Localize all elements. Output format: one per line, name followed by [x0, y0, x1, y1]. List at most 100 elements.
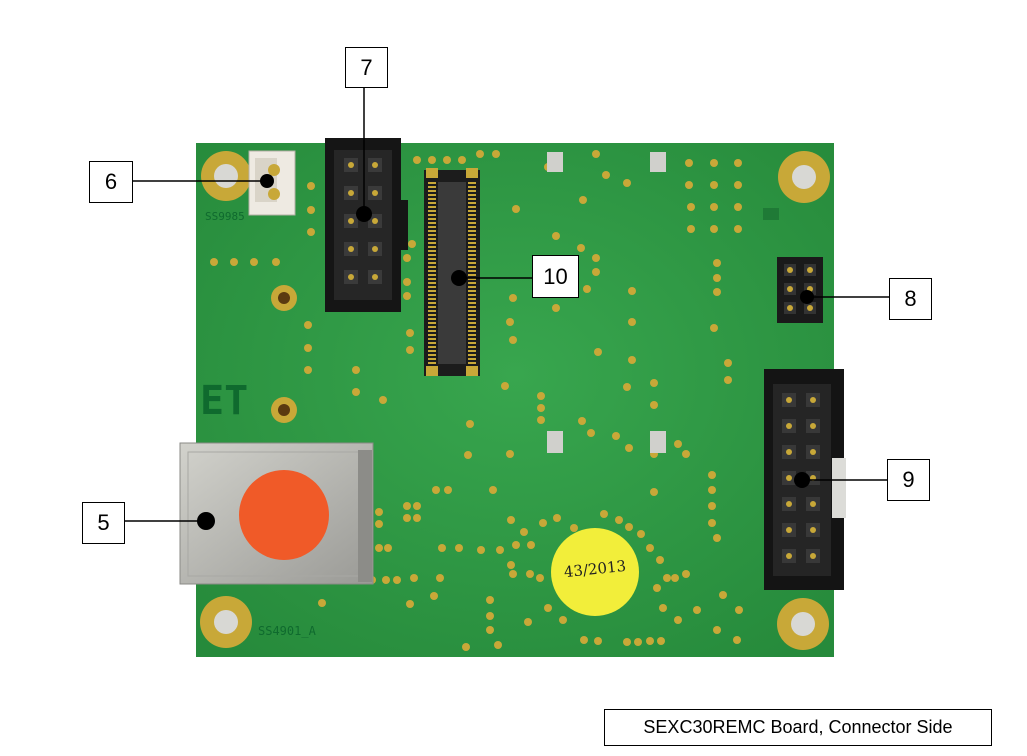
header-9-pin-contact: [786, 527, 792, 533]
via: [307, 206, 315, 214]
connector-10-pin: [428, 222, 436, 224]
connector-10-pin: [428, 362, 436, 364]
header-9-pin-contact: [786, 553, 792, 559]
via: [507, 516, 515, 524]
via: [646, 637, 654, 645]
via: [489, 486, 497, 494]
via: [612, 432, 620, 440]
via: [403, 514, 411, 522]
via: [623, 638, 631, 646]
via: [685, 181, 693, 189]
connector-10-pin: [428, 182, 436, 184]
connector-10-pin: [468, 250, 476, 252]
via: [552, 304, 560, 312]
via: [507, 561, 515, 569]
via: [650, 401, 658, 409]
silkscreen-code-top: SS9985: [205, 210, 245, 223]
header-7-pin-contact: [348, 218, 354, 224]
header-7-pin-contact: [348, 162, 354, 168]
connector-10-pin: [468, 266, 476, 268]
connector-10-pin: [428, 310, 436, 312]
connector-10-pin: [428, 258, 436, 260]
callout-8: 8: [889, 278, 932, 320]
via: [477, 546, 485, 554]
via: [650, 379, 658, 387]
via: [410, 574, 418, 582]
via: [657, 637, 665, 645]
via: [494, 641, 502, 649]
header-7-pin-contact: [372, 190, 378, 196]
via: [724, 359, 732, 367]
header-7-pin-contact: [348, 246, 354, 252]
connector-10-pin: [468, 262, 476, 264]
callout-5: 5: [82, 502, 125, 544]
connector-10-pin: [468, 258, 476, 260]
header-7-pin-contact: [372, 274, 378, 280]
via: [708, 519, 716, 527]
silkscreen-logo: ET: [200, 378, 249, 424]
via: [375, 508, 383, 516]
figure-caption: SEXC30REMC Board, Connector Side: [604, 709, 992, 746]
connector-10-pin: [428, 206, 436, 208]
connector-10-pin: [428, 326, 436, 328]
connector-10-pin: [468, 274, 476, 276]
via: [708, 502, 716, 510]
connector-10-pin: [468, 346, 476, 348]
leader-dots: [197, 174, 814, 530]
connector-10-pin: [428, 226, 436, 228]
via: [623, 383, 631, 391]
connector-10-pin: [428, 262, 436, 264]
via: [710, 181, 718, 189]
via: [724, 376, 732, 384]
via: [710, 203, 718, 211]
connector-10-pin: [468, 198, 476, 200]
via: [553, 514, 561, 522]
via: [537, 392, 545, 400]
via: [210, 258, 218, 266]
via: [506, 450, 514, 458]
via: [713, 259, 721, 267]
via: [393, 576, 401, 584]
header-8-pin-contact: [807, 267, 813, 273]
header-7-pin-contact: [372, 246, 378, 252]
connector-10-pin: [468, 286, 476, 288]
connector-10-pin: [468, 354, 476, 356]
connector-10-pin: [468, 186, 476, 188]
connector-10-pin: [428, 350, 436, 352]
via: [382, 576, 390, 584]
via: [594, 348, 602, 356]
via: [653, 584, 661, 592]
connector-10-pin: [428, 358, 436, 360]
via: [413, 156, 421, 164]
via: [734, 203, 742, 211]
via: [693, 606, 701, 614]
via: [501, 382, 509, 390]
via: [579, 196, 587, 204]
via: [384, 544, 392, 552]
connector-10-pin: [468, 318, 476, 320]
via: [580, 636, 588, 644]
connector-10-pin: [428, 338, 436, 340]
via: [455, 544, 463, 552]
via: [687, 203, 695, 211]
callout-9: 9: [887, 459, 930, 501]
via: [710, 225, 718, 233]
connector-10-pin: [468, 306, 476, 308]
connector-10-pin: [428, 242, 436, 244]
via: [552, 232, 560, 240]
via: [628, 318, 636, 326]
via: [637, 530, 645, 538]
connector-10-pin: [468, 182, 476, 184]
via: [318, 599, 326, 607]
header-9-pin-contact: [786, 397, 792, 403]
connector-10-pin: [428, 202, 436, 204]
via: [734, 225, 742, 233]
connector-10-pin: [428, 230, 436, 232]
connector-10-pin: [428, 334, 436, 336]
via: [708, 471, 716, 479]
vias: [210, 150, 743, 651]
via: [536, 574, 544, 582]
via: [524, 618, 532, 626]
connector-10-pin: [468, 230, 476, 232]
